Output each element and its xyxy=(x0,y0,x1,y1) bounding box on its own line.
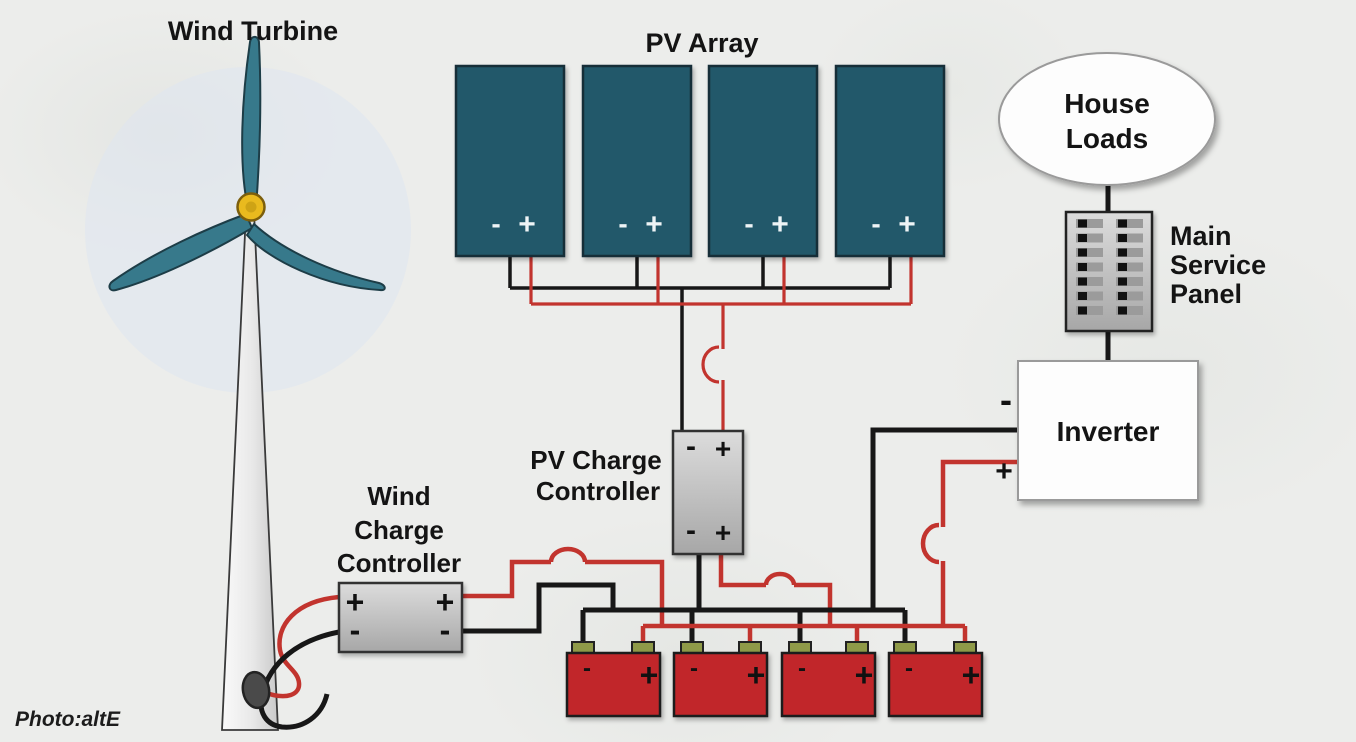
pv-controller-top-minus: - xyxy=(686,430,696,463)
house-loads-label-line2: Loads xyxy=(1066,123,1148,154)
wind-controller-top-right-plus: + xyxy=(436,584,455,620)
wind-controller-bottom-left-minus: - xyxy=(350,612,361,648)
wind-controller-positive-wire-a xyxy=(462,559,551,599)
house-loads-label-line1: House xyxy=(1064,88,1150,119)
service-panel-label-line1: Main xyxy=(1170,221,1232,251)
battery-bank: - + - + - + - + xyxy=(565,641,984,718)
pv-controller-top-plus: + xyxy=(715,433,731,464)
pv-controller-positive-wire-a xyxy=(718,554,766,588)
pv-panel-plus: + xyxy=(898,208,916,241)
battery-body xyxy=(565,651,662,718)
wind-controller-label-line1: Wind xyxy=(367,481,430,511)
pv-panel: - + xyxy=(454,64,566,258)
house-loads: House Loads xyxy=(998,52,1216,186)
wind-charge-controller: + + - - Wind Charge Controller xyxy=(337,481,464,654)
pv-controller-positive-wire-b xyxy=(794,582,833,628)
turbine-negative-wire xyxy=(258,629,340,730)
turbine-blade-up xyxy=(241,35,262,209)
service-panel-label-line2: Service xyxy=(1170,250,1266,280)
house-loads-ellipse xyxy=(998,52,1216,186)
battery: - + xyxy=(887,641,984,718)
battery-plus: + xyxy=(640,657,659,693)
pv-controller-bottom-minus: - xyxy=(686,514,696,547)
turbine-blade-right xyxy=(245,222,386,292)
pv-panel: - + xyxy=(581,64,693,258)
battery-minus: - xyxy=(905,655,913,682)
pv-controller-label-line1: PV Charge xyxy=(530,445,662,475)
battery-body xyxy=(887,651,984,718)
wind-controller-positive-wire-b xyxy=(585,559,665,628)
pv-panel-body xyxy=(581,64,693,258)
wind-controller-bottom-right-minus: - xyxy=(440,612,451,648)
service-panel-label-line3: Panel xyxy=(1170,279,1242,309)
wind-controller-negative-wire xyxy=(462,582,616,634)
inverter-label: Inverter xyxy=(1057,416,1160,447)
dc-wiring xyxy=(258,427,1018,730)
battery: - + xyxy=(672,641,769,718)
pv-array-wiring xyxy=(508,256,913,433)
inverter-plus: + xyxy=(995,455,1013,488)
turbine-blade-left xyxy=(108,212,254,292)
inverter-positive-wire-upper xyxy=(940,459,1018,527)
wind-controller-label-line2: Charge xyxy=(354,515,444,545)
inverter-body xyxy=(1017,360,1199,501)
pv-panel-negative-drops xyxy=(508,256,892,288)
inverter-minus: - xyxy=(1000,379,1012,420)
pv-controller-label-line2: Controller xyxy=(536,476,660,506)
pv-panel: - + xyxy=(707,64,819,258)
battery-plus: + xyxy=(747,657,766,693)
wind-turbine-label: Wind Turbine xyxy=(168,16,338,46)
battery-body xyxy=(672,651,769,718)
turbine-hub-center xyxy=(245,201,257,213)
inverter: Inverter - + xyxy=(995,360,1199,501)
pv-controller-bottom-plus: + xyxy=(715,517,731,548)
tower-cable-outlet xyxy=(241,670,271,710)
wind-controller-body xyxy=(337,581,464,654)
wind-turbine xyxy=(108,35,386,731)
photo-credit: Photo:altE xyxy=(15,708,121,731)
pv-panel-plus: + xyxy=(645,208,663,241)
pv-panel-body xyxy=(834,64,946,258)
battery-plus: + xyxy=(855,657,874,693)
battery-positive-drops xyxy=(640,626,968,646)
battery-minus: - xyxy=(798,655,806,682)
battery-minus: - xyxy=(583,655,591,682)
pv-panel-minus: - xyxy=(618,208,627,239)
battery-plus: + xyxy=(962,657,981,693)
battery: - + xyxy=(565,641,662,718)
wind-controller-top-left-plus: + xyxy=(346,584,365,620)
pv-charge-controller: - + - + PV Charge Controller xyxy=(530,429,745,556)
pv-panel-plus: + xyxy=(771,208,789,241)
turbine-positive-wire xyxy=(262,594,340,699)
inverter-fuse xyxy=(920,522,940,565)
inverter-negative-wire xyxy=(870,427,1018,612)
pv-panel-body xyxy=(707,64,819,258)
battery-minus: - xyxy=(690,655,698,682)
pv-panel: - + xyxy=(834,64,946,258)
wind-controller-label-line3: Controller xyxy=(337,548,461,578)
pv-array: - + - + - + - + xyxy=(454,64,946,258)
pv-panel-minus: - xyxy=(871,208,880,239)
main-service-panel: Main Service Panel xyxy=(1064,210,1266,333)
wind-controller-wire-jump xyxy=(548,546,588,563)
pv-panel-positive-drops xyxy=(529,256,913,304)
pv-panel-minus: - xyxy=(744,208,753,239)
pv-panel-plus: + xyxy=(518,208,536,241)
battery: - + xyxy=(780,641,877,718)
pv-controller-body xyxy=(671,429,745,556)
battery-body xyxy=(780,651,877,718)
pv-controller-wire-jump xyxy=(763,571,797,586)
pv-panel-minus: - xyxy=(491,208,500,239)
pv-array-label: PV Array xyxy=(645,28,758,58)
pv-fuse xyxy=(701,345,720,384)
pv-panel-body xyxy=(454,64,566,258)
